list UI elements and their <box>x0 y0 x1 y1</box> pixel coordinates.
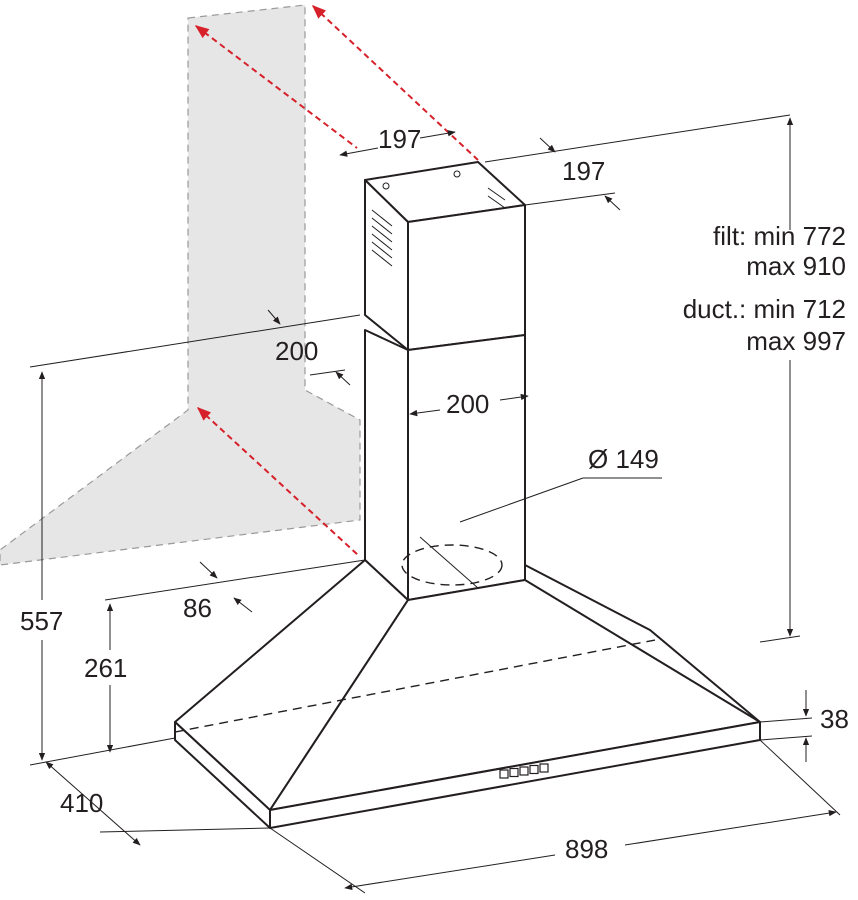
screw-hole <box>453 170 461 178</box>
dim-label: 197 <box>378 124 421 154</box>
screw-hole <box>382 182 390 190</box>
dim-lower-chimney-depth: 200 <box>29 309 361 386</box>
control-panel <box>499 763 549 779</box>
vent-slots <box>371 187 506 267</box>
dim-label: 200 <box>446 389 489 419</box>
duct-max-label: max 997 <box>746 326 846 356</box>
dim-label: 557 <box>20 606 63 636</box>
control-button <box>529 764 539 775</box>
control-button <box>539 763 549 773</box>
dim-label: 86 <box>183 593 212 623</box>
dim-label: 38 <box>820 704 849 734</box>
dim-canopy-height: 261 <box>29 603 176 766</box>
dim-label: 898 <box>565 834 608 864</box>
dim-chimney-top-depth: 197 <box>484 114 791 211</box>
outlet-opening <box>401 477 662 589</box>
dim-label: 197 <box>562 156 605 186</box>
dim-wall-offset: 86 <box>104 559 366 623</box>
dim-rim-height: 38 <box>759 690 849 762</box>
dim-label: Ø 149 <box>588 444 659 474</box>
filt-max-label: max 910 <box>746 251 846 281</box>
dim-label: 261 <box>84 653 127 683</box>
wall-mounting-silhouette <box>0 4 479 566</box>
dim-hood-depth: 410 <box>45 761 271 846</box>
dim-chimney-height: filt: min 772 max 910 duct.: min 712 max… <box>683 117 846 643</box>
duct-min-label: duct.: min 712 <box>683 294 846 324</box>
control-button <box>499 769 509 779</box>
dim-label: 410 <box>60 788 103 818</box>
filt-min-label: filt: min 772 <box>713 221 846 251</box>
dim-hood-width: 898 <box>269 739 841 894</box>
dim-label: 200 <box>275 336 318 366</box>
control-button <box>509 767 519 778</box>
upper-chimney <box>364 161 526 351</box>
control-button <box>519 766 529 776</box>
hood-canopy <box>174 559 761 829</box>
dim-lower-chimney-width: 200 <box>409 389 529 419</box>
dim-overall-height: 557 <box>20 371 63 761</box>
dim-chimney-top-width: 197 <box>339 124 456 157</box>
dim-outlet-diameter: Ø 149 <box>588 444 659 474</box>
